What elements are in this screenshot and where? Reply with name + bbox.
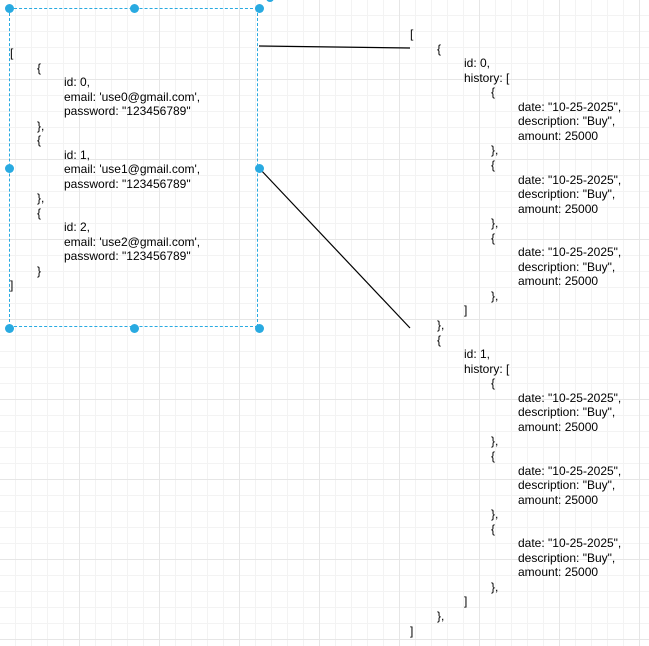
history-code-line: description: "Buy",	[518, 550, 616, 565]
users-code-line: email: 'use2@gmail.com',	[64, 234, 201, 249]
history-code-line: amount: 25000	[518, 128, 599, 143]
users-code-line: },	[37, 191, 45, 205]
resize-handle-bottom-right[interactable]	[255, 324, 264, 333]
history-code-line: {	[491, 376, 496, 391]
connector-user1-to-history-1[interactable]	[258, 167, 411, 329]
users-code-line: id: 0,	[64, 75, 91, 89]
resize-handle-left[interactable]	[5, 164, 14, 173]
history-code-line: },	[437, 609, 445, 623]
history-code-line: id: 0,	[464, 56, 491, 71]
users-code-line: email: 'use1@gmail.com',	[64, 162, 201, 176]
history-code-line: ]	[464, 303, 468, 318]
history-code-line: id: 1,	[464, 347, 491, 362]
history-code-line: amount: 25000	[518, 492, 599, 507]
users-code-line: email: 'use0@gmail.com',	[64, 89, 201, 104]
history-code-line: description: "Buy",	[518, 405, 616, 420]
resize-handle-bottom-left[interactable]	[5, 324, 14, 333]
history-code-line: amount: 25000	[518, 419, 599, 434]
history-code-line: },	[491, 288, 499, 303]
users-code-line: {	[37, 205, 42, 220]
selection-box	[9, 8, 258, 327]
history-code-line: date: "10-25-2025",	[518, 99, 622, 114]
history-code-line: amount: 25000	[518, 274, 599, 289]
users-code-line: password: "123456789"	[64, 249, 191, 263]
history-code-line: ]	[410, 623, 414, 638]
history-code-line: },	[491, 507, 499, 522]
history-code-line: {	[491, 230, 496, 245]
history-code-line: history: [	[464, 70, 510, 85]
rotate-handle[interactable]	[266, 0, 274, 2]
resize-handle-bottom[interactable]	[130, 324, 139, 333]
history-code-line: },	[491, 216, 499, 231]
history-code-line: history: [	[464, 361, 510, 376]
history-code-line: [	[410, 27, 414, 41]
resize-handle-right[interactable]	[255, 164, 264, 173]
resize-handle-top-right[interactable]	[255, 4, 264, 13]
users-code-line: password: "123456789"	[64, 104, 191, 118]
history-code-line: description: "Buy",	[518, 187, 616, 202]
history-code-line: {	[491, 85, 496, 100]
history-code-line: {	[437, 41, 442, 56]
history-code-line: date: "10-25-2025",	[518, 390, 622, 405]
users-code-line: id: 2,	[64, 220, 91, 234]
history-code-line: date: "10-25-2025",	[518, 536, 622, 551]
history-code-line: date: "10-25-2025",	[518, 245, 622, 260]
history-code-line: amount: 25000	[518, 201, 599, 216]
history-code-line: description: "Buy",	[518, 114, 616, 129]
history-code-line: },	[437, 318, 445, 332]
users-code-line: {	[37, 133, 42, 147]
history-code-line: },	[491, 579, 499, 594]
users-code-line: id: 1,	[64, 147, 91, 162]
users-code-line: ]	[10, 278, 14, 292]
history-code-line: {	[491, 157, 496, 172]
history-code-line: },	[491, 434, 499, 449]
history-code-line: {	[491, 521, 496, 536]
users-code-line: password: "123456789"	[64, 176, 191, 191]
users-code-line: },	[37, 118, 45, 133]
resize-handle-top-left[interactable]	[5, 4, 14, 13]
history-code-line: },	[491, 143, 499, 158]
history-code-line: description: "Buy",	[518, 478, 616, 493]
history-code-line: {	[491, 448, 496, 463]
history-code-line: amount: 25000	[518, 565, 599, 580]
history-code-line: {	[437, 332, 442, 347]
connector-users-to-history-0[interactable]	[258, 45, 411, 49]
users-code-line: }	[37, 263, 42, 278]
history-code-line: description: "Buy",	[518, 259, 616, 274]
history-code-line: date: "10-25-2025",	[518, 463, 622, 478]
users-code-line: [	[10, 46, 14, 60]
history-code-line: ]	[464, 594, 468, 609]
users-code-line: {	[37, 60, 42, 75]
resize-handle-top[interactable]	[130, 4, 139, 13]
history-code-line: date: "10-25-2025",	[518, 172, 622, 187]
